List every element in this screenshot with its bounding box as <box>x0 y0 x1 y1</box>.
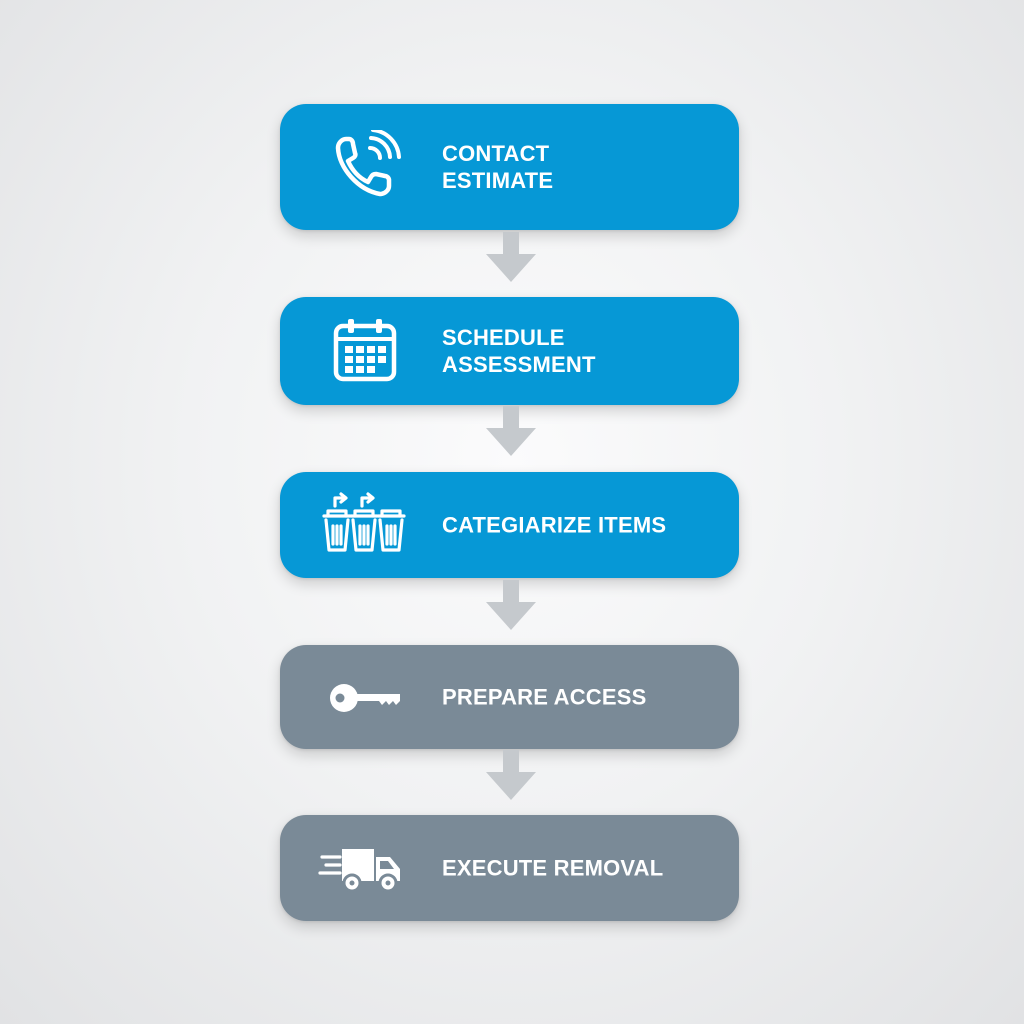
step-schedule-assessment: SCHEDULE ASSESSMENT <box>280 297 739 405</box>
step-label: PREPARE ACCESS <box>442 684 647 711</box>
step-label-line: SCHEDULE <box>442 325 565 350</box>
step-categorize-items: CATEGIARIZE ITEMS <box>280 472 739 578</box>
step-contact-estimate: CONTACT ESTIMATE <box>280 104 739 230</box>
step-label: CATEGIARIZE ITEMS <box>442 512 666 539</box>
flow-arrow-down <box>486 232 536 282</box>
step-label: SCHEDULE ASSESSMENT <box>442 324 596 378</box>
step-execute-removal: EXECUTE REMOVAL <box>280 815 739 921</box>
phone-icon <box>335 130 401 197</box>
step-label-line: CATEGIARIZE ITEMS <box>442 512 667 538</box>
moving-truck-icon <box>318 849 400 893</box>
step-label-line: CONTACT <box>442 141 550 166</box>
step-label-line: ESTIMATE <box>442 168 554 193</box>
flow-arrow-down <box>486 406 536 456</box>
step-label-line: ASSESSMENT <box>442 352 596 377</box>
step-prepare-access: PREPARE ACCESS <box>280 645 739 749</box>
step-label-line: EXECUTE REMOVAL <box>442 855 664 881</box>
sorting-bins-icon <box>322 492 406 552</box>
flow-arrow-down <box>486 750 536 800</box>
calendar-icon <box>333 319 397 382</box>
flow-arrow-down <box>486 580 536 630</box>
step-label-line: PREPARE ACCESS <box>442 684 647 710</box>
step-label: EXECUTE REMOVAL <box>442 855 663 882</box>
step-label: CONTACT ESTIMATE <box>442 140 553 194</box>
key-icon <box>330 684 400 712</box>
